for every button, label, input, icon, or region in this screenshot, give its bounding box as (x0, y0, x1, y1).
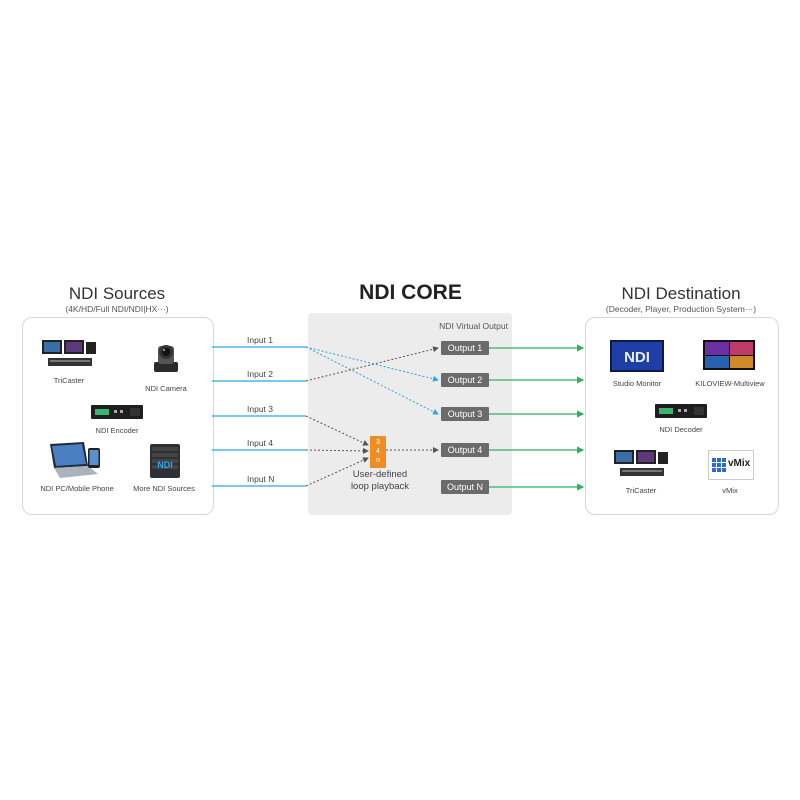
sources-subtitle: (4K/HD/Full NDI/NDI|HX···) (65, 304, 169, 314)
loop-label-line2: loop playback (350, 481, 410, 492)
input-label-1: Input 1 (247, 335, 273, 345)
loop-label-line1: User-defined (352, 469, 408, 480)
output-box-n: Output N (441, 480, 489, 494)
source-device-label: NDI Camera (145, 384, 187, 393)
loop-digit: 4 (376, 448, 380, 455)
route-1-to-3 (305, 346, 439, 415)
source-device-label: NDI PC/Mobile Phone (40, 484, 114, 493)
loop-playback-icon: 3 4 n (370, 436, 386, 468)
decoder-icon (655, 404, 707, 418)
input-label-2: Input 2 (247, 369, 273, 379)
dest-device-label: vMix (722, 486, 738, 495)
ptz-camera-icon (154, 345, 178, 372)
route-1-to-2 (305, 346, 439, 382)
vmix-icon: vMix (708, 450, 754, 480)
sources-title: NDI Sources (68, 284, 166, 303)
input-label-4: Input 4 (247, 438, 273, 448)
core-caption: NDI Virtual Output (439, 321, 508, 331)
encoder-icon (91, 405, 143, 419)
output-box-4: Output 4 (441, 443, 489, 457)
source-device-label: TriCaster (53, 376, 85, 385)
dest-device-label: NDI Decoder (659, 425, 703, 434)
destination-title: NDI Destination (621, 284, 741, 303)
vmix-grid-icon (712, 458, 726, 472)
loop-playback-label: User-defined loop playback (335, 469, 425, 493)
multiview-icon (703, 340, 755, 370)
loop-digit: n (376, 457, 380, 464)
route-n-to-loop (305, 457, 369, 487)
output-box-1: Output 1 (441, 341, 489, 355)
input-label-n: Input N (247, 474, 275, 484)
svg-text:NDI: NDI (624, 349, 650, 366)
monitor-icon: NDI (610, 340, 664, 372)
route-2-to-1 (305, 346, 439, 382)
core-title: NDI CORE (359, 281, 462, 304)
source-device-label: More NDI Sources (133, 484, 195, 493)
tricaster-icon (614, 450, 668, 476)
tricaster-icon (42, 340, 96, 366)
server-icon: NDI (150, 444, 180, 478)
dest-device-label: Studio Monitor (612, 379, 662, 388)
loop-digit: 3 (376, 439, 380, 446)
route-3-to-loop (305, 415, 369, 446)
output-box-3: Output 3 (441, 407, 489, 421)
output-box-2: Output 2 (441, 373, 489, 387)
vmix-badge-text: vMix (728, 458, 751, 469)
destination-subtitle: (Decoder, Player, Production System···) (605, 304, 757, 314)
dest-device-label: TriCaster (625, 486, 657, 495)
laptop-phone-icon (50, 442, 100, 478)
dest-device-label: KILOVIEW-Multiview (695, 379, 765, 388)
input-label-3: Input 3 (247, 404, 273, 414)
source-device-label: NDI Encoder (95, 426, 139, 435)
svg-text:NDI: NDI (157, 460, 173, 470)
route-4-to-loop (305, 447, 369, 454)
